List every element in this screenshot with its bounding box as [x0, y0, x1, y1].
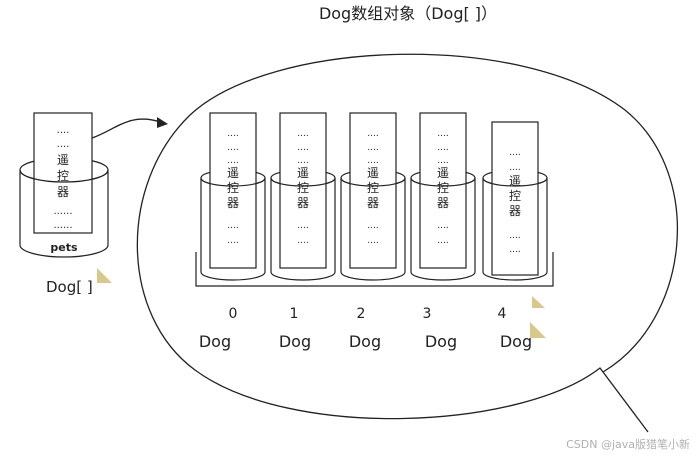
- cell-remote-dots-3-0: ....: [437, 129, 448, 139]
- pets-remote-dots-4: ......: [53, 220, 72, 231]
- cell-remote-dots-3-2: ....: [437, 156, 448, 166]
- cell-cup-front-4: [482, 177, 548, 187]
- left-type-label: Dog[ ]: [46, 278, 93, 296]
- cell-cup-front-1: [270, 177, 336, 187]
- cell-remote-bottom-dots-4-1: ....: [509, 245, 520, 255]
- cell-remote-3: [419, 112, 467, 269]
- cell-remote-bottom-dots-0-1: ....: [227, 236, 238, 246]
- cell-index-4: 4: [498, 306, 507, 322]
- cell-remote-dots-1-2: ....: [297, 156, 308, 166]
- arrow-head: [157, 117, 168, 128]
- reference-arrow: [91, 118, 161, 139]
- cell-remote-dots-3-1: ....: [437, 143, 448, 153]
- cell-remote-bottom-dots-1-1: ....: [297, 236, 308, 246]
- fold-mark-left: [97, 268, 112, 283]
- cell-remote-char-2-1: 控: [367, 181, 379, 195]
- cell-remote-4: [491, 121, 539, 276]
- cell-type-0: Dog: [199, 332, 231, 351]
- cell-index-1: 1: [290, 306, 299, 322]
- pets-remote-dots-2: ....: [57, 139, 70, 150]
- pets-remote-char-3: 器: [57, 185, 69, 199]
- cell-remote-dots-0-0: ....: [227, 129, 238, 139]
- cell-remote-char-1-0: 遥: [297, 166, 309, 180]
- cell-remote-char-3-2: 器: [437, 196, 449, 210]
- cell-remote-bottom-dots-3-0: ....: [437, 221, 448, 231]
- cell-remote-bottom-dots-0-0: ....: [227, 221, 238, 231]
- cell-remote-char-2-2: 器: [367, 196, 379, 210]
- cell-remote-dots-1-1: ....: [297, 143, 308, 153]
- cell-remote-dots-4-1: ....: [509, 163, 520, 173]
- array-bracket: [195, 252, 554, 287]
- pets-remote-char-2: 控: [57, 169, 69, 183]
- cell-remote-dots-0-2: ....: [227, 156, 238, 166]
- cell-remote-0: [209, 112, 257, 269]
- pets-label: pets: [50, 241, 78, 254]
- pets-remote-char-1: 遥: [57, 153, 69, 167]
- pets-remote-dots-3: ......: [53, 206, 72, 217]
- cell-remote-char-4-1: 控: [509, 189, 521, 203]
- cell-remote-char-3-1: 控: [437, 181, 449, 195]
- cell-remote-char-3-0: 遥: [437, 166, 449, 180]
- cell-cup-front-0: [200, 177, 266, 187]
- cell-remote-char-2-0: 遥: [367, 166, 379, 180]
- cell-remote-2: [349, 112, 397, 269]
- cell-cup-front-3: [410, 177, 476, 187]
- diagram-title: Dog数组对象（Dog[ ]）: [319, 4, 497, 23]
- cell-remote-char-0-2: 器: [227, 196, 239, 210]
- cell-remote-dots-2-0: ....: [367, 129, 378, 139]
- cell-remote-char-0-0: 遥: [227, 166, 239, 180]
- pets-remote: [33, 112, 93, 234]
- cell-remote-bottom-dots-2-1: ....: [367, 236, 378, 246]
- cell-remote-bottom-dots-3-1: ....: [437, 236, 448, 246]
- cell-index-3: 3: [423, 306, 432, 322]
- cell-remote-bottom-dots-1-0: ....: [297, 221, 308, 231]
- cell-type-1: Dog: [279, 332, 311, 351]
- cell-type-2: Dog: [349, 332, 381, 351]
- cell-remote-char-1-2: 器: [297, 196, 309, 210]
- cell-remote-char-4-0: 遥: [509, 174, 521, 188]
- cell-remote-dots-2-1: ....: [367, 143, 378, 153]
- cell-remote-bottom-dots-4-0: ....: [509, 231, 520, 241]
- cell-remote-char-4-2: 器: [509, 204, 521, 218]
- cell-type-3: Dog: [425, 332, 457, 351]
- cell-remote-char-0-1: 控: [227, 181, 239, 195]
- cell-remote-1: [279, 112, 327, 269]
- fold-mark-right-bottom: [530, 322, 546, 338]
- cell-remote-dots-1-0: ....: [297, 129, 308, 139]
- fold-mark-right-top: [532, 296, 545, 308]
- cell-cup-front-2: [340, 177, 406, 187]
- cell-index-0: 0: [229, 306, 238, 322]
- array-cells: ............遥控器........0Dog............遥…: [199, 112, 548, 351]
- cell-remote-char-1-1: 控: [297, 181, 309, 195]
- cell-remote-bottom-dots-2-0: ....: [367, 221, 378, 231]
- cell-remote-dots-0-1: ....: [227, 143, 238, 153]
- pets-remote-dots-1: ....: [57, 125, 70, 136]
- cell-index-2: 2: [357, 306, 366, 322]
- cell-remote-dots-2-2: ....: [367, 156, 378, 166]
- watermark: CSDN @java版猎笔小新: [566, 437, 690, 451]
- cell-type-4: Dog: [500, 332, 532, 351]
- cell-remote-dots-4-0: ....: [509, 148, 520, 158]
